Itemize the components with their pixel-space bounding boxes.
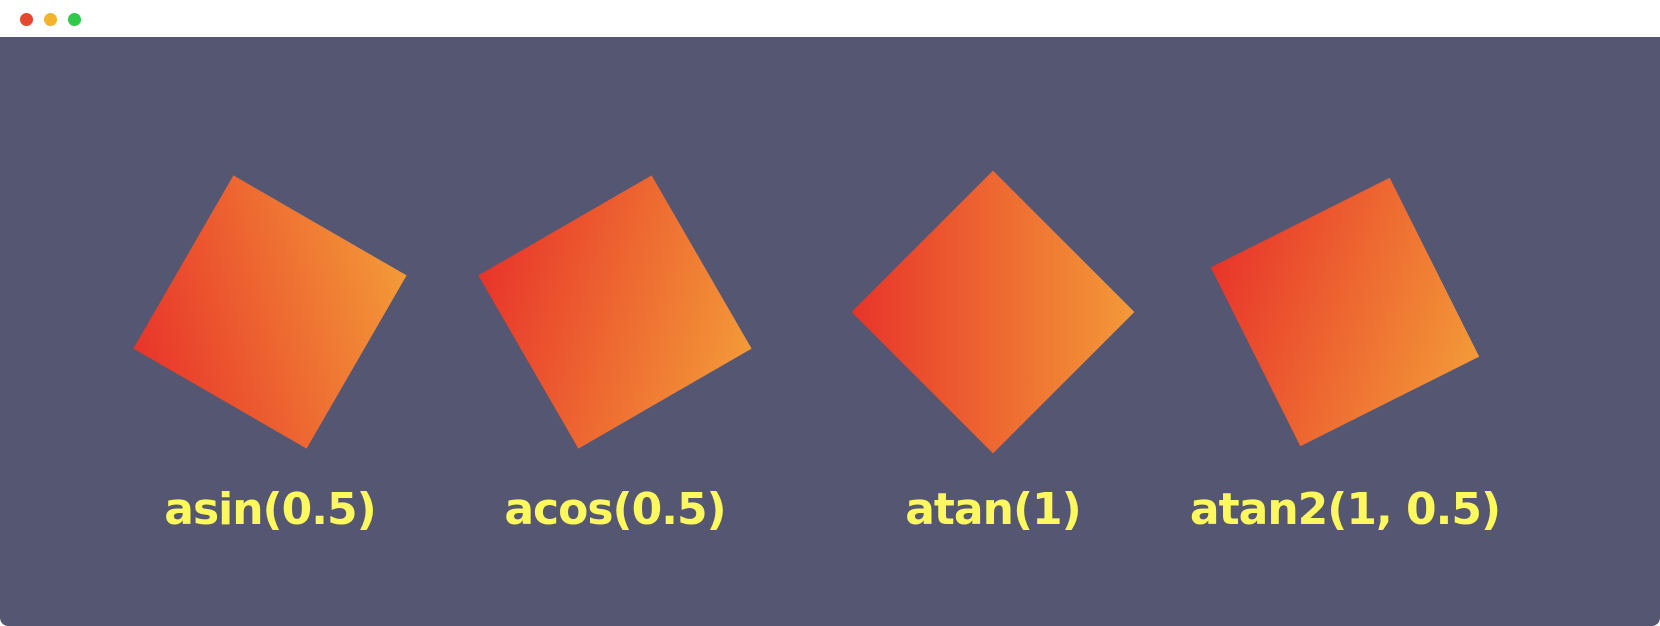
- demo-asin: asin(0.5): [100, 37, 440, 626]
- demo-acos: acos(0.5): [445, 37, 785, 626]
- rotated-square: [1210, 177, 1480, 447]
- rotated-square: [851, 170, 1135, 454]
- maximize-window-icon[interactable]: [68, 13, 81, 26]
- demo-label: atan2(1, 0.5): [1189, 484, 1501, 535]
- rotated-square: [478, 175, 752, 449]
- close-window-icon[interactable]: [20, 13, 33, 26]
- rotated-square: [133, 175, 407, 449]
- demo-label: atan(1): [905, 484, 1082, 535]
- minimize-window-icon[interactable]: [44, 13, 57, 26]
- demo-atan2: atan2(1, 0.5): [1175, 37, 1515, 626]
- window-titlebar: [0, 0, 1660, 38]
- demo-canvas: asin(0.5) acos(0.5) atan(1) atan2(1, 0.5…: [0, 37, 1660, 626]
- demo-atan: atan(1): [823, 37, 1163, 626]
- demo-label: acos(0.5): [504, 484, 726, 535]
- demo-label: asin(0.5): [164, 484, 376, 535]
